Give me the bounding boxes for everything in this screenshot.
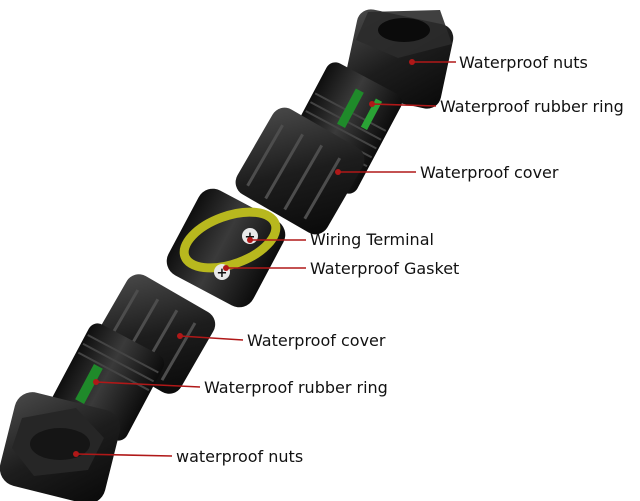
label-waterproof-cover-top: Waterproof cover bbox=[420, 163, 559, 182]
wiring-terminal-part: + + bbox=[166, 188, 286, 308]
leader-dot-gasket bbox=[223, 265, 229, 271]
leader-line-ring-top bbox=[371, 103, 437, 107]
leader-line-ring-bottom bbox=[95, 381, 201, 388]
leader-dot-ring-bottom bbox=[93, 379, 99, 385]
leader-line-cover-bottom bbox=[179, 335, 244, 341]
label-wiring-terminal: Wiring Terminal bbox=[310, 230, 434, 249]
label-waterproof-gasket: Waterproof Gasket bbox=[310, 259, 460, 278]
leader-dot-nut-top bbox=[409, 59, 415, 65]
label-waterproof-nuts-top: Waterproof nuts bbox=[459, 53, 588, 72]
leader-dot-ring-top bbox=[369, 101, 375, 107]
label-waterproof-cover-bottom: Waterproof cover bbox=[247, 331, 386, 350]
leader-dot-nut-bottom bbox=[73, 451, 79, 457]
top-cover bbox=[235, 107, 365, 235]
leader-line-nut-bottom bbox=[75, 453, 173, 457]
leader-dot-cover-top bbox=[335, 169, 341, 175]
label-waterproof-nuts-bottom: waterproof nuts bbox=[176, 447, 304, 466]
leader-dot-cover-bottom bbox=[177, 333, 183, 339]
svg-text:+: + bbox=[217, 266, 228, 281]
leader-lines bbox=[73, 59, 456, 457]
label-waterproof-rubber-ring-top: Waterproof rubber ring bbox=[440, 97, 624, 116]
label-waterproof-rubber-ring-bottom: Waterproof rubber ring bbox=[204, 378, 388, 397]
leader-dot-terminal bbox=[247, 237, 253, 243]
bottom-nut bbox=[0, 392, 121, 501]
